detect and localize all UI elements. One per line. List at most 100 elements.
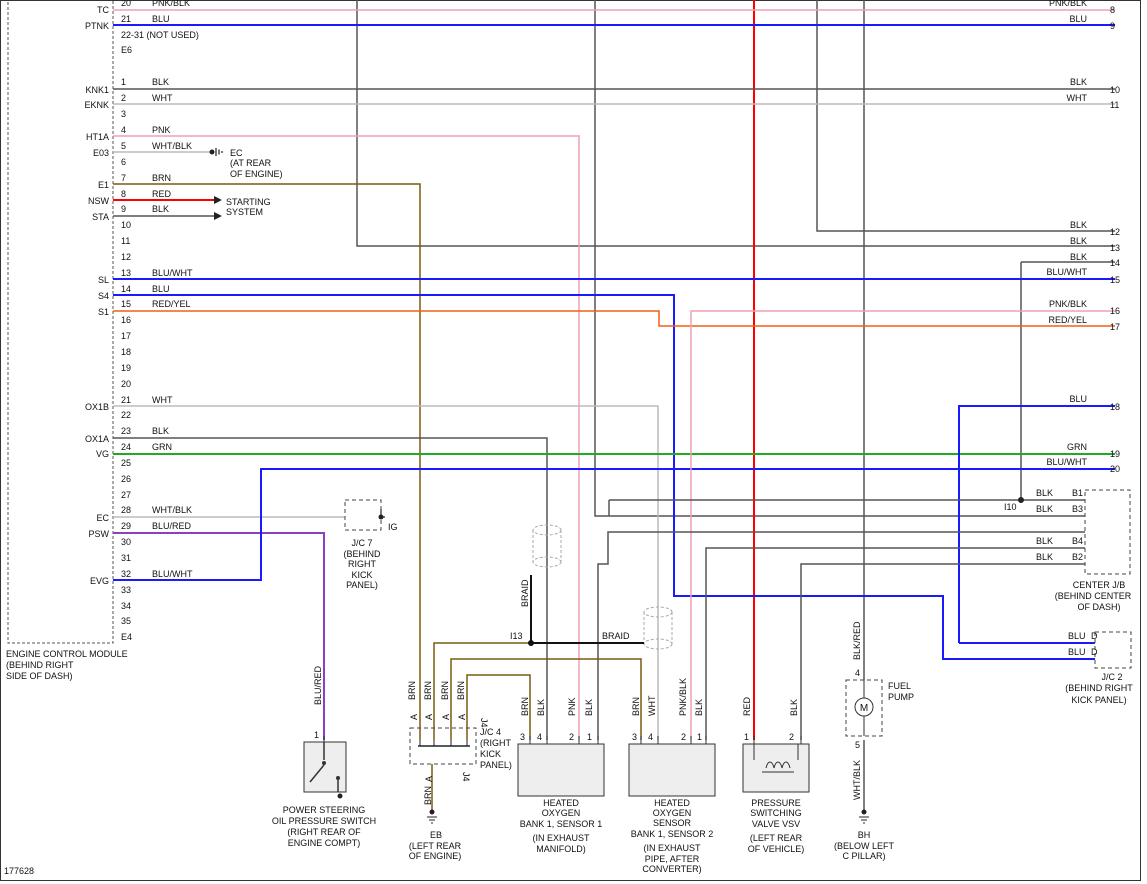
ecm-terminal-names: TC PTNK KNK1 EKNK HT1A E03 E1 NSW STA SL… bbox=[84, 5, 109, 586]
terminal-psw: PSW bbox=[88, 529, 109, 539]
ecm-box bbox=[7, 0, 114, 644]
svg-text:CONVERTER): CONVERTER) bbox=[642, 864, 701, 874]
svg-text:BLU/RED: BLU/RED bbox=[152, 521, 192, 531]
svg-text:1: 1 bbox=[121, 77, 126, 87]
svg-text:2: 2 bbox=[789, 732, 794, 742]
svg-text:1: 1 bbox=[587, 732, 592, 742]
svg-text:BLU/WHT: BLU/WHT bbox=[152, 268, 193, 278]
vsv-pins: 1 2 bbox=[744, 732, 794, 742]
ig-label: IG bbox=[388, 522, 398, 532]
svg-text:OIL PRESSURE SWITCH: OIL PRESSURE SWITCH bbox=[272, 816, 376, 826]
svg-text:(IN EXHAUST: (IN EXHAUST bbox=[532, 833, 590, 843]
ps-switch-label: POWER STEERING OIL PRESSURE SWITCH (RIGH… bbox=[272, 805, 376, 848]
power-steering-switch bbox=[303, 741, 347, 799]
svg-text:A: A bbox=[441, 714, 451, 720]
svg-text:16: 16 bbox=[1110, 306, 1120, 316]
svg-text:BLK: BLK bbox=[152, 204, 169, 214]
svg-text:PIPE, AFTER: PIPE, AFTER bbox=[645, 854, 700, 864]
right-edge-wire-labels: PNK/BLK BLU BLK WHT BLK BLK BLK BLU/WHT … bbox=[1047, 0, 1088, 467]
svg-text:PNK: PNK bbox=[567, 697, 577, 716]
svg-text:RED/YEL: RED/YEL bbox=[152, 299, 191, 309]
svg-text:PNK/BLK: PNK/BLK bbox=[678, 678, 688, 716]
o2-sensor-2-box bbox=[628, 743, 716, 797]
fuel-pump-label: FUEL PUMP bbox=[888, 681, 914, 702]
svg-text:5: 5 bbox=[121, 141, 126, 151]
svg-text:(BEHIND RIGHT: (BEHIND RIGHT bbox=[6, 660, 74, 670]
terminal-ht1a: HT1A bbox=[86, 132, 109, 142]
ecm-pin-numbers: 20 21 22-31 (NOT USED) E6 1 2 3 4 5 6 7 … bbox=[121, 0, 199, 642]
connector-stubs bbox=[323, 736, 802, 744]
svg-text:22-31 (NOT USED): 22-31 (NOT USED) bbox=[121, 30, 199, 40]
terminal-ox1a: OX1A bbox=[85, 434, 109, 444]
ps-pin: 1 bbox=[314, 730, 319, 740]
braid-shield-1 bbox=[532, 524, 562, 568]
starting-system-arrows bbox=[214, 196, 222, 220]
svg-text:PANEL): PANEL) bbox=[346, 580, 378, 590]
ecm-wires bbox=[113, 9, 1115, 740]
svg-text:WHT/BLK: WHT/BLK bbox=[152, 141, 192, 151]
svg-text:WHT: WHT bbox=[1067, 93, 1088, 103]
svg-text:(RIGHT: (RIGHT bbox=[480, 738, 511, 748]
jc2-box bbox=[1094, 631, 1132, 669]
wire-evg bbox=[113, 468, 1115, 581]
svg-text:ENGINE COMPT): ENGINE COMPT) bbox=[288, 838, 361, 848]
jc4-label: J/C 4 (RIGHT KICK PANEL) bbox=[480, 727, 512, 770]
svg-text:13: 13 bbox=[121, 268, 131, 278]
svg-text:10: 10 bbox=[121, 220, 131, 230]
svg-text:A: A bbox=[424, 714, 434, 720]
terminal-tc: TC bbox=[97, 5, 109, 15]
svg-text:BLU: BLU bbox=[1068, 631, 1086, 641]
svg-text:FUEL: FUEL bbox=[888, 681, 911, 691]
eb-ground-label: EB (LEFT REAR OF ENGINE) bbox=[409, 830, 462, 861]
svg-text:(RIGHT REAR OF: (RIGHT REAR OF bbox=[287, 827, 361, 837]
svg-text:11: 11 bbox=[1110, 100, 1119, 110]
svg-text:9: 9 bbox=[121, 204, 126, 214]
svg-text:GRN: GRN bbox=[1067, 442, 1087, 452]
svg-text:33: 33 bbox=[121, 585, 131, 595]
o2-s1-pins: 3 4 2 1 bbox=[520, 732, 592, 742]
svg-text:4: 4 bbox=[855, 668, 860, 678]
svg-text:4: 4 bbox=[537, 732, 542, 742]
svg-text:OXYGEN: OXYGEN bbox=[653, 808, 692, 818]
jc7-label: J/C 7 (BEHIND RIGHT KICK PANEL) bbox=[343, 538, 381, 590]
svg-text:BLU/WHT: BLU/WHT bbox=[152, 569, 193, 579]
svg-text:BLK: BLK bbox=[789, 699, 799, 716]
svg-text:BRN: BRN bbox=[440, 681, 450, 700]
svg-text:WHT: WHT bbox=[152, 395, 173, 405]
svg-text:20: 20 bbox=[121, 379, 131, 389]
svg-text:M: M bbox=[860, 703, 868, 714]
svg-text:(LEFT REAR: (LEFT REAR bbox=[750, 833, 803, 843]
svg-text:28: 28 bbox=[121, 505, 131, 515]
jc2-pin-labels: D D bbox=[1091, 631, 1098, 657]
o2-sensor-1-box bbox=[517, 743, 605, 797]
terminal-sl: SL bbox=[98, 275, 109, 285]
svg-text:B3: B3 bbox=[1072, 504, 1083, 514]
svg-text:OF DASH): OF DASH) bbox=[1077, 602, 1120, 612]
svg-text:J/C 2: J/C 2 bbox=[1101, 672, 1122, 682]
svg-text:D: D bbox=[1091, 631, 1098, 641]
svg-text:11: 11 bbox=[121, 236, 130, 246]
wire-s1 bbox=[113, 310, 1115, 327]
wire-ox1b bbox=[113, 405, 659, 740]
svg-text:PRESSURE: PRESSURE bbox=[751, 798, 801, 808]
svg-text:BLU: BLU bbox=[1068, 647, 1086, 657]
figure-id: 177628 bbox=[4, 866, 34, 876]
svg-text:BRN: BRN bbox=[631, 697, 641, 716]
wire-pnkblk-16 bbox=[690, 310, 1115, 740]
svg-text:STARTING: STARTING bbox=[226, 197, 271, 207]
svg-text:BLU/WHT: BLU/WHT bbox=[1047, 267, 1088, 277]
terminal-sta: STA bbox=[92, 212, 109, 222]
svg-text:E4: E4 bbox=[121, 632, 132, 642]
svg-text:15: 15 bbox=[1110, 275, 1120, 285]
terminal-vg: VG bbox=[96, 449, 109, 459]
svg-text:OF ENGINE): OF ENGINE) bbox=[230, 169, 283, 179]
jc4-j4-top: J4 bbox=[479, 718, 489, 728]
svg-text:PNK/BLK: PNK/BLK bbox=[1049, 0, 1087, 8]
svg-text:7: 7 bbox=[121, 173, 126, 183]
terminal-nsw: NSW bbox=[88, 196, 110, 206]
svg-text:BLK: BLK bbox=[536, 699, 546, 716]
svg-text:A: A bbox=[457, 714, 467, 720]
svg-text:OF VEHICLE): OF VEHICLE) bbox=[748, 844, 805, 854]
svg-text:B4: B4 bbox=[1072, 536, 1083, 546]
svg-text:ENGINE CONTROL MODULE: ENGINE CONTROL MODULE bbox=[6, 649, 128, 659]
